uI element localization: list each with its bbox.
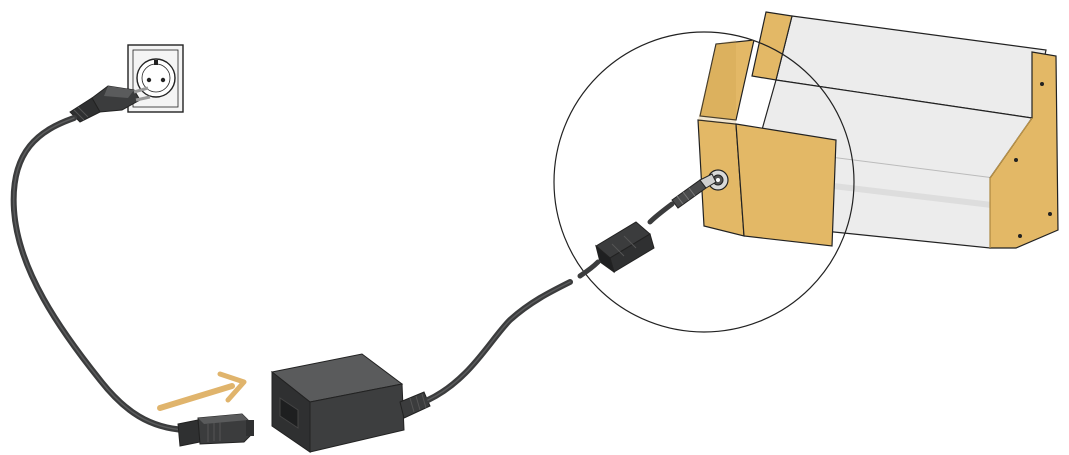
insert-arrow-icon	[157, 371, 247, 411]
power-adapter-icon	[270, 353, 431, 453]
dc-cable	[425, 279, 573, 403]
mains-cable	[10, 115, 188, 433]
ferrite-bead-icon	[595, 221, 655, 274]
iec-connector-icon	[177, 413, 254, 447]
magnifier-circle-icon	[553, 31, 855, 333]
dc-barrel-plug-icon	[671, 173, 717, 209]
